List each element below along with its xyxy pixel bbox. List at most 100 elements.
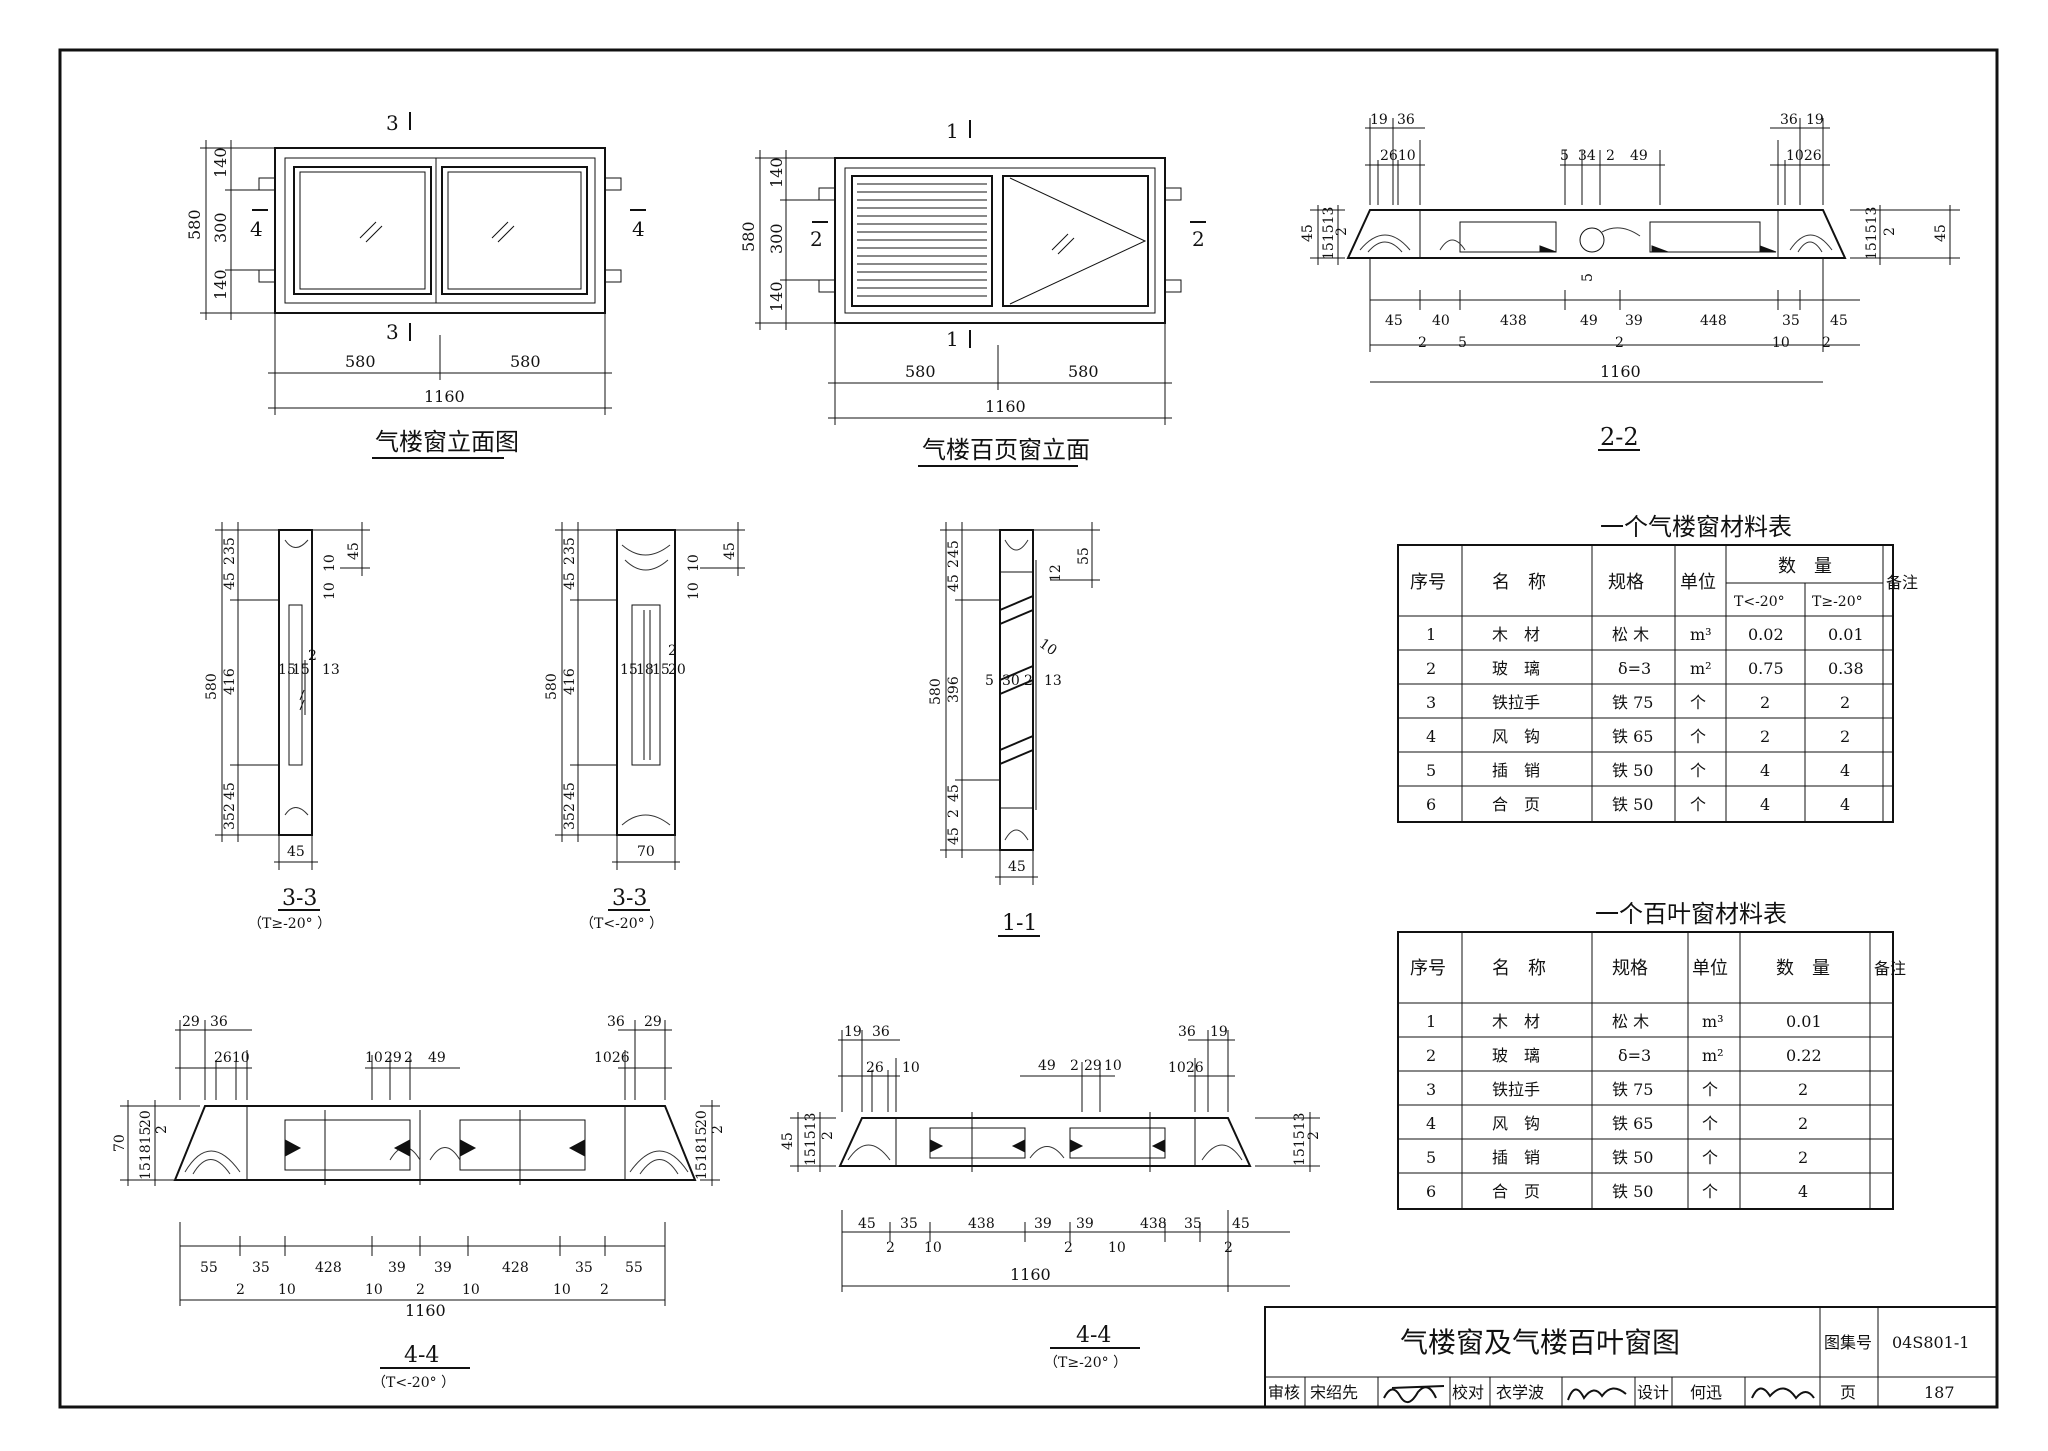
dim: 438 — [1140, 1216, 1167, 1232]
cell-name: 木 材 — [1492, 1012, 1540, 1031]
cell-qty-a: 0.02 — [1748, 625, 1784, 644]
cell-qty-a: 2 — [1760, 727, 1770, 746]
dim: 396 — [946, 676, 962, 703]
header-cell: 名 称 — [1492, 958, 1546, 979]
section-mark-left: 2 — [810, 227, 823, 251]
cell-qty-a: 4 — [1760, 761, 1770, 780]
header-cell: 序号 — [1410, 572, 1446, 593]
dim: 2 — [820, 1131, 836, 1140]
dim: 10 — [902, 1060, 920, 1076]
dim: 20 — [668, 662, 686, 678]
louver-slats — [857, 183, 987, 297]
dim: 35 — [562, 537, 578, 555]
cell-name: 玻 璃 — [1492, 659, 1540, 678]
dim-v: 140 — [767, 157, 786, 188]
dim: 13 — [1044, 673, 1062, 689]
dim: 35 — [252, 1260, 270, 1276]
cell-no: 2 — [1426, 1046, 1436, 1065]
dim: 36 — [607, 1014, 625, 1030]
dim: 29 — [1084, 1058, 1102, 1074]
cell-spec: 铁 50 — [1612, 1182, 1653, 1201]
dim-h: 580 — [345, 352, 376, 371]
reviewer-name: 宋绍先 — [1310, 1383, 1358, 1402]
header-cell: 单位 — [1680, 572, 1716, 593]
cell-spec: 松 木 — [1612, 625, 1649, 644]
cell-name: 风 钩 — [1492, 1114, 1540, 1133]
cell-qty: 2 — [1798, 1114, 1808, 1133]
dim: 34 — [1578, 148, 1596, 164]
dim: 1026 — [1786, 148, 1822, 164]
dim-total: 1160 — [1010, 1265, 1051, 1284]
cell-no: 3 — [1426, 693, 1436, 712]
dim: 45 — [858, 1216, 876, 1232]
cell-name: 合 页 — [1492, 1182, 1540, 1201]
cell-no: 6 — [1426, 795, 1436, 814]
dim: 2 — [1882, 227, 1898, 236]
table-title: 一个气楼窗材料表 — [1600, 513, 1792, 541]
dim: 45 — [946, 574, 962, 592]
cell-spec: 铁 75 — [1612, 1080, 1653, 1099]
dim: 5 — [1458, 335, 1467, 351]
dim: 2 — [222, 556, 238, 565]
cell-no: 5 — [1426, 1148, 1436, 1167]
dim: 438 — [1500, 313, 1527, 329]
atlas-number: 04S801-1 — [1892, 1333, 1969, 1352]
dim-v: 140 — [211, 147, 230, 178]
cell-spec: δ=3 — [1618, 659, 1651, 678]
dim: 5 — [1580, 273, 1596, 282]
page-label: 页 — [1840, 1383, 1856, 1402]
header-cell: 规格 — [1612, 958, 1648, 979]
cell-unit: m² — [1690, 659, 1712, 678]
dim-total-height: 580 — [185, 209, 204, 240]
reviewer-signature — [1383, 1385, 1445, 1403]
dim: 448 — [1700, 313, 1727, 329]
dim: 428 — [502, 1260, 529, 1276]
dim: 15 — [278, 662, 296, 678]
cell-qty: 2 — [1798, 1080, 1808, 1099]
dim: 19 — [1210, 1024, 1228, 1040]
table-row: 5 插 销 铁 50 个 2 — [1426, 1148, 1808, 1167]
dim: 20 — [138, 1110, 154, 1128]
dim: 1026 — [1168, 1060, 1204, 1076]
elevation-louver-window: 1 1 2 2 580 140 300 140 580 580 1160 气楼百… — [739, 119, 1206, 467]
dim-total: 580 — [544, 673, 560, 700]
louver-blades — [999, 595, 1034, 765]
dim: 13 — [322, 662, 340, 678]
dim: 10 — [1108, 1240, 1126, 1256]
header-cell: 备注 — [1886, 573, 1918, 592]
dim: 35 — [1782, 313, 1800, 329]
dim: 2610 — [214, 1050, 250, 1066]
dim: 2 — [236, 1282, 245, 1298]
cell-no: 1 — [1426, 1012, 1436, 1031]
dim-total-height: 580 — [739, 221, 758, 252]
dim: 45 — [1830, 313, 1848, 329]
dim: 10 — [553, 1282, 571, 1298]
dim: 45 — [946, 827, 962, 845]
header-cell: T≥-20° — [1812, 594, 1863, 610]
view-subtitle: （T≥-20° ） — [1044, 1355, 1127, 1371]
cell-unit: m³ — [1702, 1012, 1724, 1031]
dim: 2 — [1615, 335, 1624, 351]
dim-h: 580 — [510, 352, 541, 371]
header-cell: 规格 — [1608, 572, 1644, 593]
dim: 151513 — [1864, 207, 1880, 260]
dim: 2 — [1334, 227, 1350, 236]
section-1-1: 580 45 2 45 396 45 2 45 55 12 5 30 2 13 … — [928, 522, 1100, 937]
dim: 1026 — [594, 1050, 630, 1066]
dim: 151513 — [803, 1113, 819, 1166]
dim: 45 — [562, 782, 578, 800]
table-row: 4 风 钩 铁 65 个 2 2 — [1426, 727, 1850, 746]
section-mark-top: 1 — [946, 119, 959, 143]
cell-unit: 个 — [1690, 761, 1706, 780]
outer-frame — [274, 147, 606, 314]
view-title: 2-2 — [1600, 423, 1639, 451]
cell-spec: 铁 50 — [1612, 761, 1653, 780]
cell-qty-b: 2 — [1840, 693, 1850, 712]
dim: 39 — [1625, 313, 1643, 329]
cell-qty-b: 0.01 — [1828, 625, 1864, 644]
cell-no: 5 — [1426, 761, 1436, 780]
cell-no: 4 — [1426, 727, 1436, 746]
cell-qty: 0.01 — [1786, 1012, 1822, 1031]
header-cell: 单位 — [1692, 958, 1728, 979]
